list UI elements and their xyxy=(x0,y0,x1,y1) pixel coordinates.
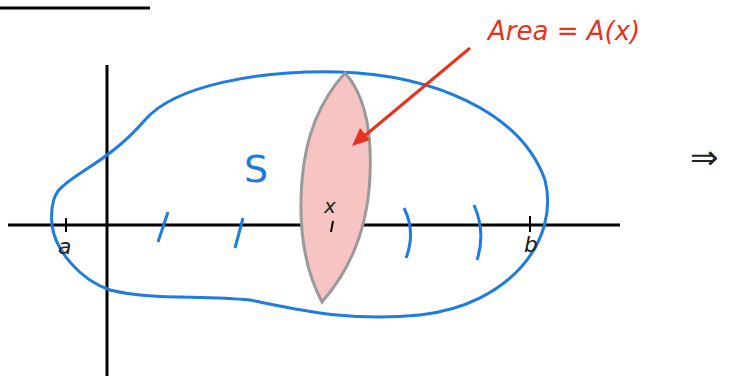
tick-mark xyxy=(529,216,531,232)
bound-label: a xyxy=(58,236,71,258)
solid-name: S xyxy=(244,150,268,188)
cross-section xyxy=(301,73,370,302)
slice-mark xyxy=(158,212,168,242)
bound-label: b xyxy=(524,234,538,256)
pointer-arrow xyxy=(362,48,470,138)
heading-rule xyxy=(0,7,150,10)
slice-mark xyxy=(404,208,411,258)
tick-mark xyxy=(331,221,333,232)
variable-label: x xyxy=(324,196,336,216)
implies-symbol: ⇒ xyxy=(690,140,719,174)
area-label: Area = A(x) xyxy=(488,18,640,44)
tick-mark xyxy=(65,218,67,232)
solid-outline xyxy=(52,72,548,317)
arrow-head xyxy=(352,128,370,146)
y-axis xyxy=(106,65,109,376)
slice-mark xyxy=(235,218,243,248)
slice-mark xyxy=(474,205,481,260)
